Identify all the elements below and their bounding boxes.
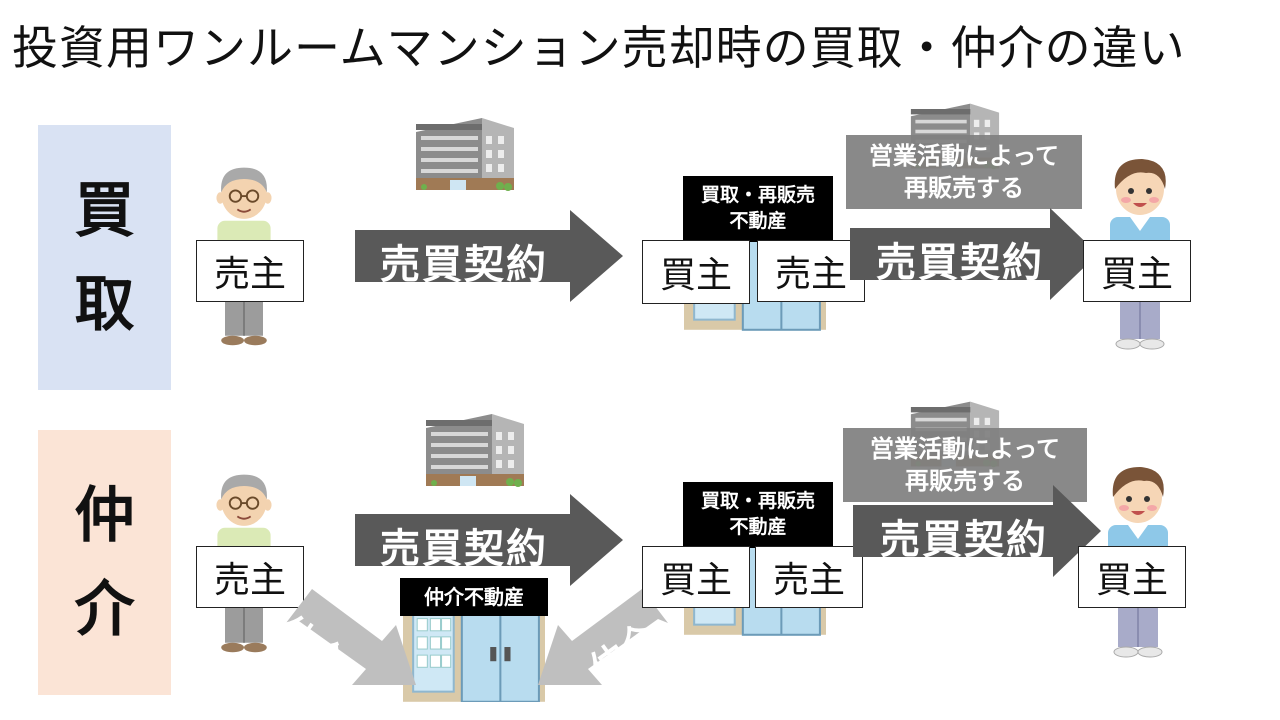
kaitori-company-buyer-box: 買主 [642,240,750,304]
page-title: 投資用ワンルームマンション売却時の買取・仲介の違い [12,21,1186,75]
broker-arrow-left [286,589,416,685]
kaitori-contract-label-2: 売買契約 [876,240,1044,286]
chukai-seller-box: 売主 [196,546,304,608]
chukai-contract-label-2: 売買契約 [880,517,1048,563]
chukai-row-label: 仲 介 [38,430,171,695]
chukai-company-label: 買取・再販売 不動産 [683,482,833,548]
kaitori-company-label: 買取・再販売 不動産 [683,176,833,242]
broker-arrow-right [538,589,668,685]
apartment-building-icon-2 [426,414,524,487]
kaitori-contract-arrow-1 [355,210,623,302]
chukai-contract-arrow-2 [853,485,1101,577]
apartment-building-icon [416,118,514,191]
kaitori-contract-arrow-2 [850,208,1098,300]
kaitori-contract-label-1: 売買契約 [380,242,548,288]
kaitori-label-char-2: 取 [74,269,135,340]
chukai-resale-note: 営業活動によって 再販売する [843,428,1087,502]
kaitori-label-char-1: 買 [74,175,135,246]
chukai-end-buyer-box: 買主 [1078,546,1186,608]
kaitori-seller-box: 売主 [196,240,304,302]
chukai-company-buyer-box: 買主 [642,546,750,608]
chukai-contract-label-1: 売買契約 [380,526,548,572]
chukai-contract-arrow-1 [355,494,623,586]
kaitori-company-seller-box: 売主 [757,240,865,302]
chukai-label-char-1: 仲 [74,480,135,551]
kaitori-resale-note: 営業活動によって 再販売する [846,135,1082,209]
kaitori-row-label: 買 取 [38,125,171,390]
kaitori-end-buyer-box: 買主 [1083,240,1191,302]
chukai-label-char-2: 介 [74,574,135,645]
broker-label: 仲介不動産 [400,578,548,616]
chukai-company-seller-box: 売主 [755,546,863,608]
